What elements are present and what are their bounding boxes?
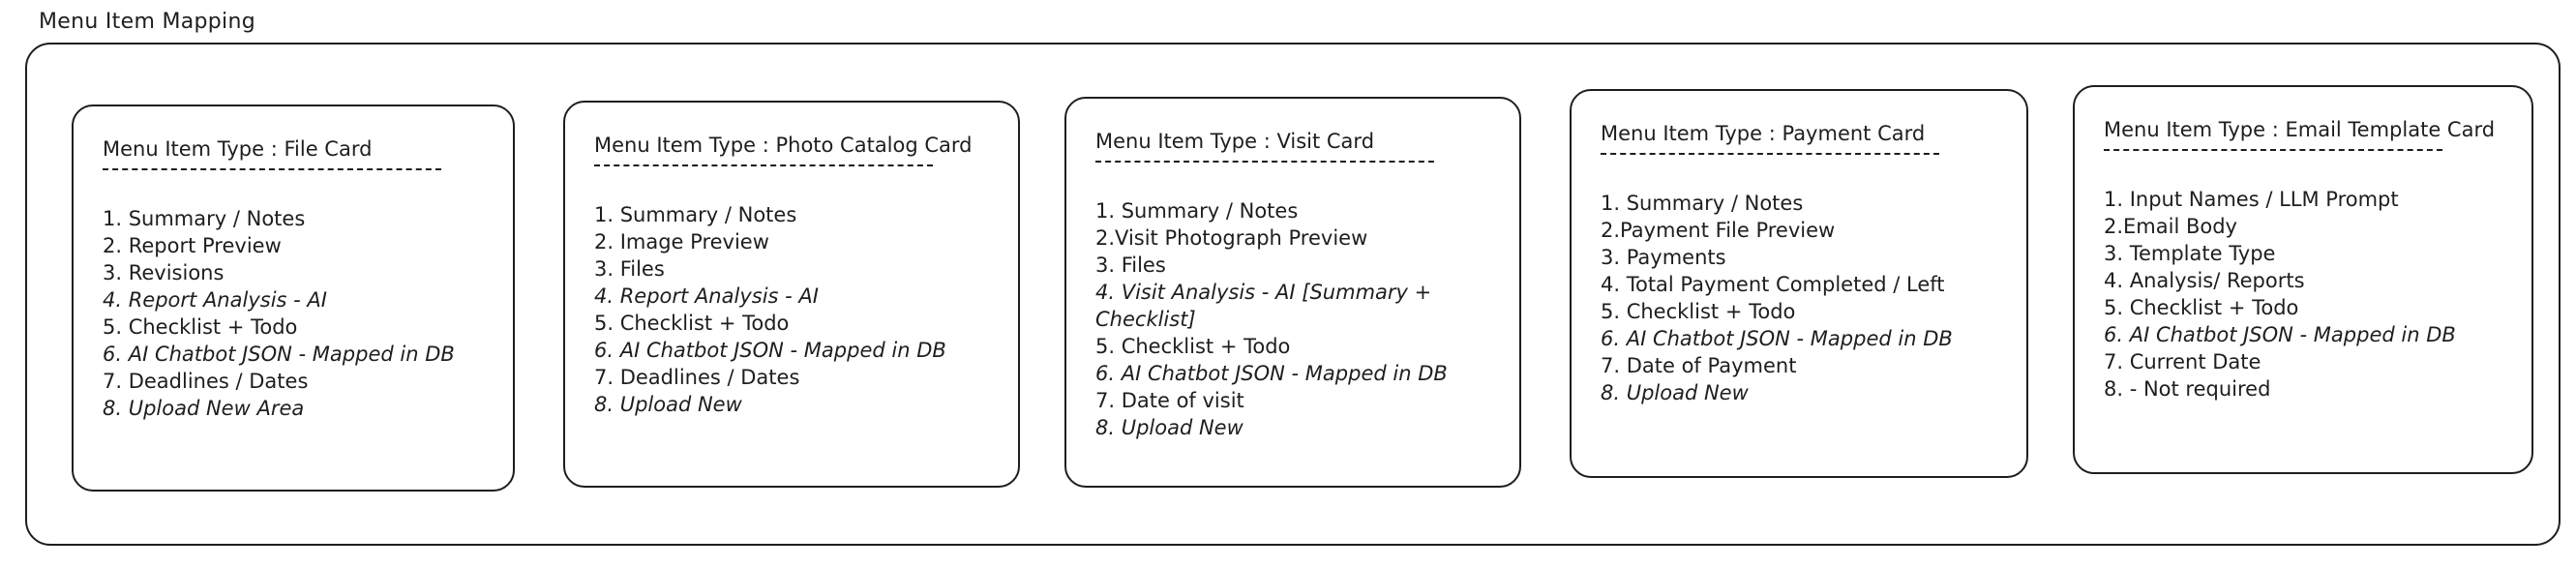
card-divider — [103, 168, 441, 170]
list-item: 4. Report Analysis - AI — [594, 284, 819, 308]
frame-title: Menu Item Mapping — [39, 10, 255, 34]
list-item: 8. Upload New — [594, 393, 742, 416]
list-item: 6. AI Chatbot JSON - Mapped in DB — [103, 343, 455, 366]
list-item: 4. Total Payment Completed / Left — [1601, 273, 1945, 296]
list-item: 6. AI Chatbot JSON - Mapped in DB — [2104, 323, 2456, 346]
file-card: Menu Item Type : File Card 1. Summary / … — [72, 104, 515, 492]
card-item-list: 1. Input Names / LLM Prompt 2.Email Body… — [2104, 186, 2504, 403]
list-item: 3. Payments — [1601, 246, 1726, 269]
card-title: Menu Item Type : Payment Card — [1601, 122, 1926, 145]
list-item: 5. Checklist + Todo — [594, 312, 790, 335]
menu-item-mapping-frame — [25, 43, 2561, 546]
email-template-card: Menu Item Type : Email Template Card 1. … — [2073, 85, 2533, 474]
list-item: 4. Visit Analysis - AI [Summary + Checkl… — [1095, 281, 1432, 331]
list-item: 2.Email Body — [2104, 215, 2237, 238]
list-item: 8. Upload New Area — [103, 397, 305, 420]
card-divider — [1601, 153, 1939, 155]
list-item: 3. Files — [594, 257, 665, 281]
list-item: 4. Analysis/ Reports — [2104, 269, 2305, 292]
card-title: Menu Item Type : Visit Card — [1095, 130, 1375, 153]
list-item: 1. Summary / Notes — [594, 203, 797, 226]
list-item: 5. Checklist + Todo — [2104, 296, 2299, 319]
card-divider — [2104, 149, 2442, 151]
list-item: 3. Files — [1095, 254, 1166, 277]
list-item: 5. Checklist + Todo — [1095, 335, 1291, 358]
list-item: 7. Date of Payment — [1601, 354, 1797, 377]
card-divider — [594, 164, 933, 166]
list-item: 8. Upload New — [1601, 381, 1749, 404]
list-item: 2.Visit Photograph Preview — [1095, 226, 1368, 250]
list-item: 3. Template Type — [2104, 242, 2276, 265]
payment-card: Menu Item Type : Payment Card 1. Summary… — [1570, 89, 2028, 478]
list-item: 7. Deadlines / Dates — [103, 370, 309, 393]
card-item-list: 1. Summary / Notes 2. Image Preview 3. F… — [594, 201, 991, 418]
card-item-list: 1. Summary / Notes 2. Report Preview 3. … — [103, 205, 486, 422]
list-item: 1. Input Names / LLM Prompt — [2104, 188, 2399, 211]
list-item: 7. Date of visit — [1095, 389, 1244, 412]
list-item: 8. - Not required — [2104, 377, 2271, 401]
list-item: 6. AI Chatbot JSON - Mapped in DB — [1095, 362, 1448, 385]
list-item: 1. Summary / Notes — [1601, 192, 1804, 215]
photo-catalog-card: Menu Item Type : Photo Catalog Card 1. S… — [563, 101, 1020, 488]
list-item: 6. AI Chatbot JSON - Mapped in DB — [1601, 327, 1953, 350]
list-item: 7. Current Date — [2104, 350, 2261, 373]
list-item: 6. AI Chatbot JSON - Mapped in DB — [594, 339, 946, 362]
list-item: 4. Report Analysis - AI — [103, 288, 327, 312]
card-item-list: 1. Summary / Notes 2.Visit Photograph Pr… — [1095, 197, 1492, 441]
card-title: Menu Item Type : File Card — [103, 137, 373, 161]
visit-card: Menu Item Type : Visit Card 1. Summary /… — [1064, 97, 1521, 488]
list-item: 2. Report Preview — [103, 234, 282, 257]
card-title: Menu Item Type : Email Template Card — [2104, 118, 2496, 141]
list-item: 2. Image Preview — [594, 230, 769, 254]
card-item-list: 1. Summary / Notes 2.Payment File Previe… — [1601, 190, 1999, 406]
list-item: 1. Summary / Notes — [1095, 199, 1299, 223]
card-divider — [1095, 161, 1434, 163]
list-item: 5. Checklist + Todo — [1601, 300, 1796, 323]
list-item: 8. Upload New — [1095, 416, 1243, 439]
list-item: 2.Payment File Preview — [1601, 219, 1836, 242]
card-title: Menu Item Type : Photo Catalog Card — [594, 134, 973, 157]
list-item: 1. Summary / Notes — [103, 207, 306, 230]
list-item: 7. Deadlines / Dates — [594, 366, 800, 389]
list-item: 3. Revisions — [103, 261, 225, 284]
list-item: 5. Checklist + Todo — [103, 315, 298, 339]
